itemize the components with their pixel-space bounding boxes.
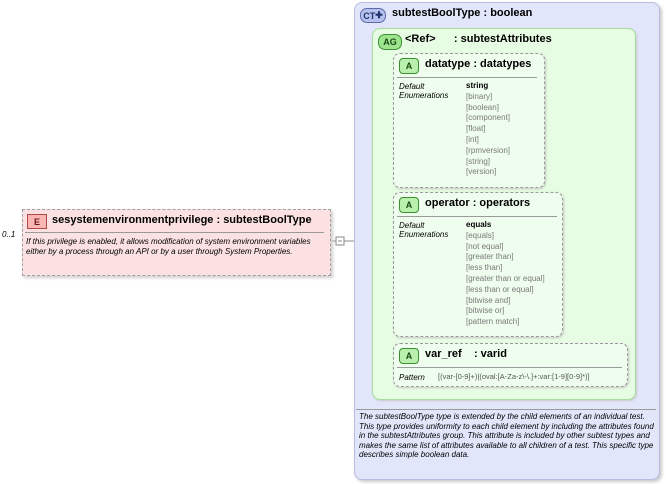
attribute-group-name: : subtestAttributes: [453, 33, 552, 45]
complex-type-description: The subtestBoolType type is extended by …: [359, 412, 654, 459]
attribute-datatype-values: string [binary][boolean][component][floa…: [466, 81, 510, 178]
attribute-datatype-enum-item: [rpmversion]: [466, 145, 511, 155]
attribute-datatype-divider: [397, 77, 537, 78]
attribute-var-ref-divider: [397, 367, 622, 368]
attribute-operator-enum-item: [less than or equal]: [466, 284, 534, 294]
element-divider: [25, 232, 324, 233]
attribute-group-badge: AG: [378, 34, 402, 50]
element-occurrence: 0..1: [2, 230, 16, 239]
element-badge: E: [27, 214, 47, 229]
attribute-group-ref: <Ref>: [405, 33, 436, 45]
attribute-datatype-name: datatype: [425, 58, 471, 70]
attribute-operator-default: equals: [466, 220, 492, 229]
attribute-operator-enumerations: [equals][not equal][greater than][less t…: [466, 231, 545, 328]
attribute-operator-enum-item: [greater than or equal]: [466, 273, 545, 283]
attribute-var-ref-title: var_ref : varid: [425, 348, 507, 360]
attribute-operator-enum-item: [bitwise and]: [466, 295, 511, 305]
complex-type-badge: CT✚: [360, 8, 386, 23]
attribute-datatype-enum-item: [binary]: [466, 91, 493, 101]
attribute-datatype-enum-label: Enumerations: [399, 91, 449, 100]
plus-icon: ✚: [375, 10, 383, 20]
element-box[interactable]: [22, 209, 331, 276]
attribute-datatype-enum-item: [component]: [466, 113, 511, 123]
attribute-operator-type: : operators: [472, 197, 531, 209]
attribute-operator-enum-item: [pattern match]: [466, 317, 520, 327]
element-type: : subtestBoolType: [216, 214, 312, 226]
element-title: sesystemenvironmentprivilege : subtestBo…: [52, 214, 312, 226]
attribute-operator-badge: A: [399, 197, 419, 213]
attribute-datatype-enum-item: [boolean]: [466, 102, 499, 112]
attribute-datatype-badge: A: [399, 58, 419, 74]
attribute-datatype-box[interactable]: [393, 53, 545, 188]
attribute-operator-enum-label: Enumerations: [399, 230, 449, 239]
complex-type-name: subtestBoolType: [392, 7, 481, 19]
attribute-datatype-enum-item: [string]: [466, 156, 491, 166]
attribute-var-ref-pattern: [(var-[0-9]+)|(oval:[A-Za-z\-\.]+:var:[1…: [438, 372, 590, 381]
attribute-operator-name: operator: [425, 197, 470, 209]
attribute-operator-default-label: Default: [399, 221, 425, 230]
attribute-operator-title: operator : operators: [425, 197, 530, 209]
attribute-var-ref-box[interactable]: [393, 343, 628, 387]
attribute-group-title: <Ref> : subtestAttributes: [405, 33, 552, 45]
attribute-operator-values: equals [equals][not equal][greater than]…: [466, 220, 545, 328]
attribute-var-ref-pattern-label: Pattern: [399, 373, 425, 382]
attribute-datatype-title: datatype : datatypes: [425, 58, 531, 70]
attribute-operator-labels: Default Enumerations: [399, 221, 448, 239]
attribute-operator-enum-item: [equals]: [466, 230, 495, 240]
attribute-operator-enum-item: [bitwise or]: [466, 306, 505, 316]
attribute-datatype-default: string: [466, 81, 489, 90]
complex-type-divider: [356, 409, 656, 410]
element-description: If this privilege is enabled, it allows …: [26, 237, 311, 256]
attribute-datatype-enum-item: [float]: [466, 124, 486, 134]
complex-type-title: subtestBoolType : boolean: [392, 7, 532, 19]
attribute-datatype-enumerations: [binary][boolean][component][float][int]…: [466, 92, 510, 178]
attribute-datatype-enum-item: [version]: [466, 167, 497, 177]
complex-type-base: : boolean: [483, 7, 533, 19]
attribute-var-ref-type: : varid: [473, 348, 507, 360]
attribute-datatype-default-label: Default: [399, 82, 425, 91]
attribute-datatype-type: : datatypes: [473, 58, 532, 70]
attribute-var-ref-badge: A: [399, 348, 419, 364]
attribute-operator-enum-item: [not equal]: [466, 241, 504, 251]
attribute-var-ref-name: var_ref: [425, 348, 462, 360]
attribute-operator-enum-item: [greater than]: [466, 252, 514, 262]
element-name: sesystemenvironmentprivilege: [52, 214, 214, 226]
attribute-datatype-labels: Default Enumerations: [399, 82, 448, 100]
attribute-operator-enum-item: [less than]: [466, 263, 503, 273]
attribute-datatype-enum-item: [int]: [466, 134, 479, 144]
attribute-operator-divider: [397, 216, 557, 217]
